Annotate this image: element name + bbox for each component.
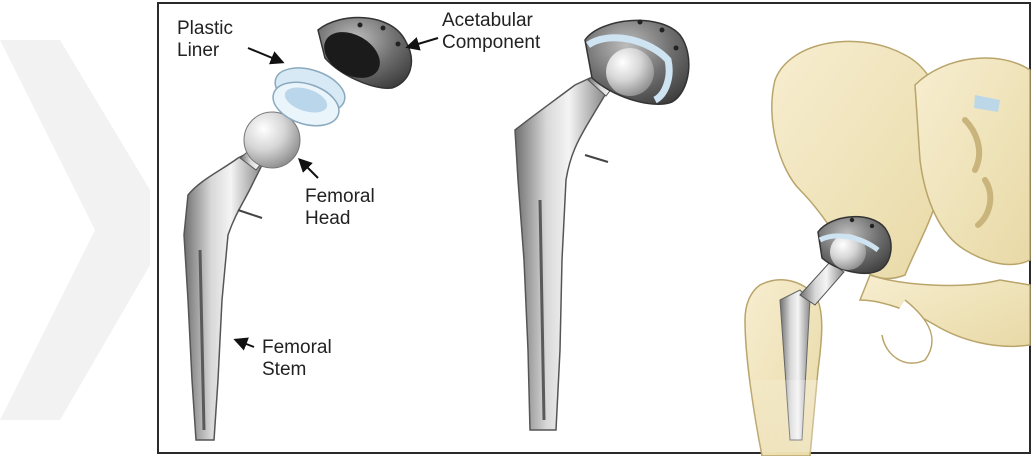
watermark-chevron [0,40,150,420]
femoral-stem-label: Femoral Stem [262,337,332,381]
plastic-liner-label-line2: Liner [177,40,233,62]
acetabular-component-label: Acetabular Component [442,10,540,54]
acetabular-component-label-line1: Acetabular [442,10,540,32]
plastic-liner-label: Plastic Liner [177,18,233,62]
acetabular-component-label-line2: Component [442,32,540,54]
femoral-stem-label-line2: Stem [262,359,332,381]
femoral-head-label-line1: Femoral [305,186,375,208]
femoral-head-label: Femoral Head [305,186,375,230]
plastic-liner-label-line1: Plastic [177,18,233,40]
femoral-head-label-line2: Head [305,208,375,230]
femoral-stem-label-line1: Femoral [262,337,332,359]
